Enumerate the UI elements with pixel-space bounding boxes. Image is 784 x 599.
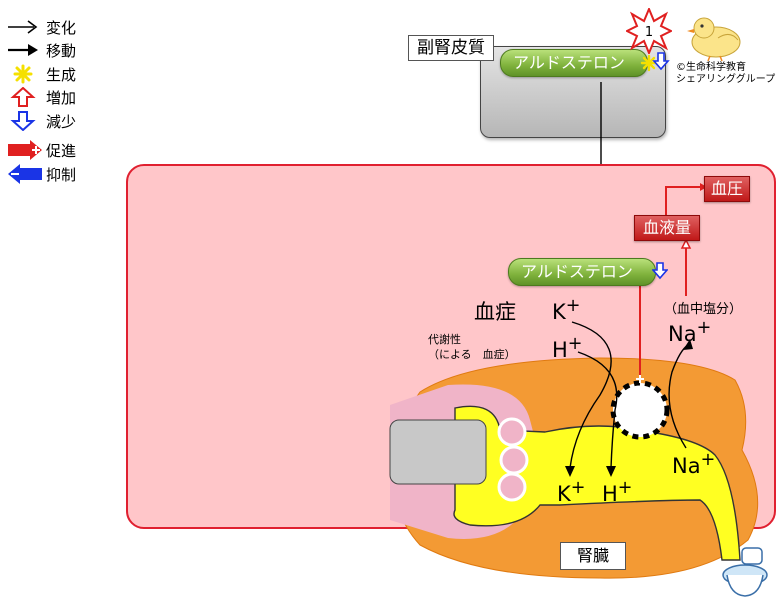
credit-line-1: ©生命科学教育 xyxy=(676,62,746,73)
legend-label: 変化 xyxy=(46,18,77,37)
credit-text: ©生命科学教育 シェアリンググループ xyxy=(676,62,775,86)
adrenal-cortex-label: 副腎皮質 xyxy=(408,35,494,61)
blood-condition-label: 血症 xyxy=(474,300,516,324)
down-arrow-icon xyxy=(652,262,668,280)
volume-to-pressure-line xyxy=(665,186,700,215)
metabolic-label: 代謝性 （による 血症） xyxy=(428,332,516,362)
body-aldosterone-pill: アルドステロン xyxy=(508,258,656,286)
blood-pressure-box: 血圧 xyxy=(704,176,750,202)
k-upper-label: K+ xyxy=(552,296,580,324)
inhibit-arrow-icon xyxy=(8,164,42,184)
na-lower-label: Na+ xyxy=(672,450,715,478)
star-icon xyxy=(640,54,658,72)
up-arrow-icon xyxy=(10,86,36,107)
legend-item-move: 移動 xyxy=(6,40,76,60)
burst-number: 1 xyxy=(645,25,653,40)
promote-arrow-head xyxy=(700,183,707,191)
legend-item-decrease: 減少 xyxy=(6,111,77,132)
up-arrow-icon xyxy=(680,238,692,249)
adrenal-decrease-marks xyxy=(640,52,670,72)
k-secretion-arrow xyxy=(569,321,612,469)
promote-arrow-icon xyxy=(8,140,42,160)
legend-label: 生成 xyxy=(46,65,77,84)
na-reabsorption-arrow xyxy=(668,344,689,449)
chick-mascot-icon xyxy=(687,17,741,62)
promote-plus-icon xyxy=(636,375,644,383)
metabolic-line-1: 代謝性 xyxy=(428,333,461,346)
legend-item-increase: 増加 xyxy=(6,86,77,107)
burst-badge: 1 xyxy=(626,8,672,54)
plus-sign: + xyxy=(570,478,586,498)
h-text: H xyxy=(552,338,568,362)
legend-label: 抑制 xyxy=(46,165,77,184)
h-lower-label: H+ xyxy=(602,478,632,506)
bold-arrow-icon xyxy=(8,44,38,56)
credit-line-2: シェアリンググループ xyxy=(676,74,776,85)
legend-label: 移動 xyxy=(46,41,77,60)
adrenal-aldosterone-label: アルドステロン xyxy=(513,53,625,72)
glomerulus-lobes xyxy=(497,417,529,502)
plus-sign: + xyxy=(617,478,633,498)
na-text: Na xyxy=(668,322,697,346)
plus-sign: + xyxy=(700,450,716,470)
blood-vessel-block xyxy=(389,419,487,485)
h-secretion-arrow xyxy=(577,351,618,469)
na-text: Na xyxy=(672,454,701,478)
h-text: H xyxy=(602,482,618,506)
legend-item-change: 変化 xyxy=(6,17,76,37)
body-aldosterone-label: アルドステロン xyxy=(521,262,633,281)
legend-label: 促進 xyxy=(46,141,77,160)
metabolic-line-2: （による 血症） xyxy=(428,348,516,361)
blood-volume-box: 血液量 xyxy=(634,215,700,241)
k-lower-label: K+ xyxy=(557,478,585,506)
toilet-icon xyxy=(722,547,768,597)
legend-label: 減少 xyxy=(46,112,77,131)
legend-item-promote: 促進 xyxy=(6,140,76,160)
down-arrow-icon xyxy=(652,52,670,71)
h-upper-label: H+ xyxy=(552,334,582,362)
plus-sign: + xyxy=(565,296,581,316)
renal-tubule xyxy=(453,405,741,561)
thin-arrow-icon xyxy=(8,20,38,34)
plus-sign: + xyxy=(567,334,583,354)
adrenal-aldosterone-pill: アルドステロン xyxy=(500,49,648,77)
legend-item-inhibit: 抑制 xyxy=(6,164,76,184)
legend-item-generate: 生成 xyxy=(6,64,76,84)
kidney-label: 腎臓 xyxy=(560,542,626,570)
k-text: K xyxy=(552,300,566,324)
na-upper-label: Na+ xyxy=(668,318,711,346)
plus-sign: + xyxy=(696,318,712,338)
k-text: K xyxy=(557,482,571,506)
blood-salt-label: （血中塩分） xyxy=(664,302,743,317)
na-k-pump xyxy=(610,380,670,440)
down-arrow-icon xyxy=(10,111,36,132)
star-icon xyxy=(13,64,33,84)
legend-label: 増加 xyxy=(46,88,77,107)
